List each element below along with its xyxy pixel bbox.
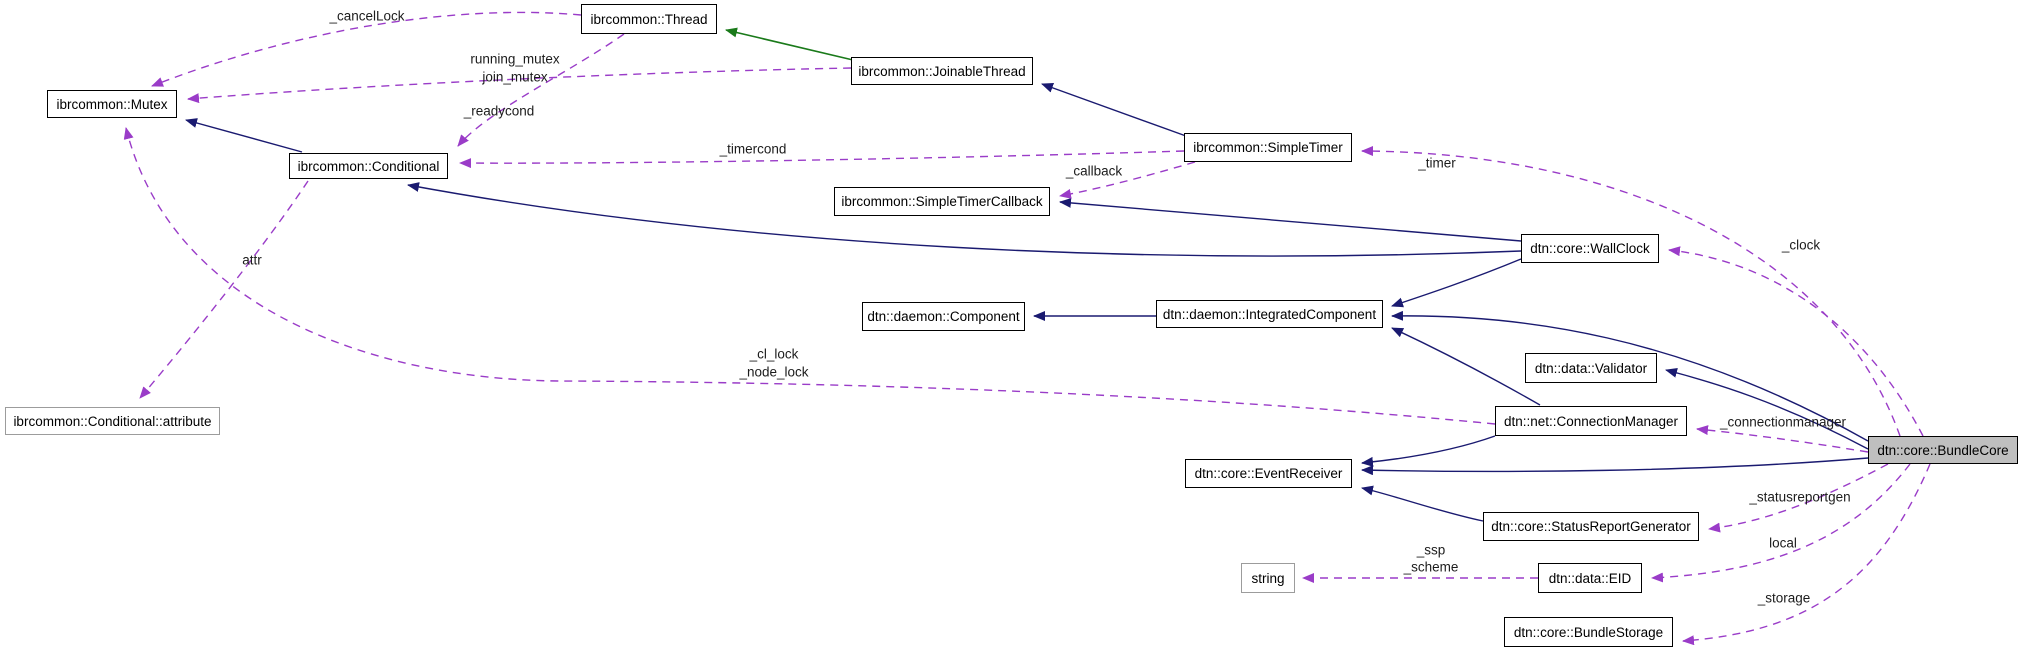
edge-bundlecore-to-eventreceiver xyxy=(1361,457,1869,476)
edge-label-storage: _storage xyxy=(1757,590,1811,606)
edge-label-clock: _clock xyxy=(1781,237,1821,253)
edge-joinablethread-to-mutex xyxy=(187,67,852,104)
edge-label-callback: _callback xyxy=(1065,163,1123,179)
class-node-conditional-attribute[interactable]: ibrcommon::Conditional::attribute xyxy=(5,407,220,435)
edge-simpletimer-to-simpletimercallback-callback xyxy=(1059,161,1196,199)
edge-label-attr: attr xyxy=(242,252,262,268)
edge-wallclock-to-conditional xyxy=(407,182,1522,257)
edge-simpletimer-to-joinablethread xyxy=(1041,83,1187,137)
edge-label-timercond: _timercond xyxy=(719,141,787,157)
class-node-joinablethread[interactable]: ibrcommon::JoinableThread xyxy=(851,57,1033,85)
edge-thread-to-conditional-readycond xyxy=(457,33,625,147)
class-node-validator[interactable]: dtn::data::Validator xyxy=(1525,353,1657,383)
edge-label-join-mutex: join_mutex xyxy=(482,69,548,85)
class-node-conditional[interactable]: ibrcommon::Conditional xyxy=(289,153,448,179)
class-node-bundlecore-current: dtn::core::BundleCore xyxy=(1868,436,2018,464)
edge-bundlecore-to-statusreportgen xyxy=(1708,463,1889,533)
class-node-thread[interactable]: ibrcommon::Thread xyxy=(581,4,717,34)
edge-connectionmanager-to-mutex-locks xyxy=(123,127,1496,425)
class-node-simpletimercallback[interactable]: ibrcommon::SimpleTimerCallback xyxy=(834,187,1050,216)
edge-wallclock-to-integratedcomponent xyxy=(1391,258,1522,308)
edge-label-cl-lock: _cl_lock xyxy=(749,346,799,362)
class-node-statusreportgenerator[interactable]: dtn::core::StatusReportGenerator xyxy=(1483,512,1699,541)
edge-conditional-to-mutex xyxy=(185,118,303,153)
class-node-wallclock[interactable]: dtn::core::WallClock xyxy=(1521,234,1659,263)
edge-label-statusreportgen: _statusreportgen xyxy=(1749,489,1851,505)
edge-label-local: local xyxy=(1769,535,1797,551)
edge-label-timer: _timer xyxy=(1418,155,1456,171)
edge-label-readycond: _readycond xyxy=(463,103,535,119)
edge-label-running-mutex: running_mutex xyxy=(470,51,560,67)
edge-label-ssp: _ssp xyxy=(1416,542,1446,558)
class-node-mutex[interactable]: ibrcommon::Mutex xyxy=(47,90,177,118)
edge-connectionmanager-to-integratedcomponent xyxy=(1391,327,1541,406)
class-node-integratedcomponent[interactable]: dtn::daemon::IntegratedComponent xyxy=(1156,300,1383,328)
edge-label-connectionmanager: _connectionmanager xyxy=(1719,414,1847,430)
edge-label-node-lock: _node_lock xyxy=(739,364,809,380)
edge-bundlecore-to-bundlestorage-storage xyxy=(1682,463,1931,646)
edge-bundlecore-to-integratedcomponent xyxy=(1391,310,1869,442)
edge-label-scheme: _scheme xyxy=(1403,559,1459,575)
edge-joinablethread-to-thread xyxy=(725,27,854,61)
class-node-eventreceiver[interactable]: dtn::core::EventReceiver xyxy=(1185,459,1352,488)
edge-bundlecore-to-validator xyxy=(1665,367,1869,450)
edge-conditional-to-attribute-attr xyxy=(139,180,309,399)
edge-bundlecore-to-wallclock-clock xyxy=(1668,246,1924,437)
class-node-simpletimer[interactable]: ibrcommon::SimpleTimer xyxy=(1184,133,1352,162)
edge-statusreportgen-to-eventreceiver xyxy=(1361,485,1484,522)
edge-bundlecore-to-connectionmanager xyxy=(1696,425,1869,453)
class-node-component[interactable]: dtn::daemon::Component xyxy=(862,302,1025,331)
edge-connectionmanager-to-eventreceiver xyxy=(1361,435,1496,467)
class-node-connectionmanager[interactable]: dtn::net::ConnectionManager xyxy=(1495,406,1687,436)
edge-wallclock-to-simpletimercallback xyxy=(1059,197,1522,242)
class-node-eid[interactable]: dtn::data::EID xyxy=(1538,563,1642,593)
edge-label-cancellock: _cancelLock xyxy=(329,8,405,24)
class-node-string[interactable]: string xyxy=(1241,563,1295,593)
edge-simpletimer-to-conditional-timercond xyxy=(459,150,1185,169)
edge-bundlecore-to-simpletimer-timer xyxy=(1361,146,1901,437)
class-node-bundlestorage[interactable]: dtn::core::BundleStorage xyxy=(1504,617,1673,647)
